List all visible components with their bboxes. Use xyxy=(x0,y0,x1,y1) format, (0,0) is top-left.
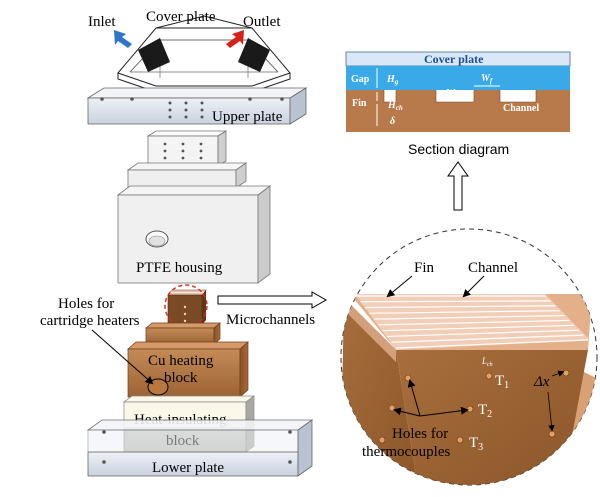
fin-stripe xyxy=(395,339,589,349)
fin-lines xyxy=(356,295,589,349)
fin-stripe xyxy=(369,310,561,314)
cartridge-leader-line xyxy=(91,329,154,385)
lower-plate-label: Lower plate xyxy=(152,460,224,476)
section-gap-label: Gap xyxy=(351,74,370,85)
ptfe-housing xyxy=(116,185,272,284)
hch-symbol: Hch xyxy=(387,100,403,112)
cover-plate-assembly xyxy=(117,15,291,93)
wf-symbol: Wf xyxy=(481,73,493,85)
dx-label: Δx xyxy=(533,374,550,390)
fin-stripe xyxy=(391,334,584,343)
t1-label: T1 xyxy=(495,373,509,391)
inlet-label: Inlet xyxy=(88,14,116,30)
t2-label: T2 xyxy=(478,402,492,420)
fin-callout-line xyxy=(386,275,413,298)
holes-thermo-label-line1: Holes for xyxy=(392,426,448,442)
fin-stripe xyxy=(387,329,579,338)
cu-block-label-line2: block xyxy=(164,370,198,386)
inlet-arrow xyxy=(114,30,132,48)
ptfe-housing-label: PTFE housing xyxy=(136,260,223,276)
upper-plate xyxy=(86,87,308,125)
zoom-source-circle xyxy=(164,284,208,328)
section-fin-label: Fin xyxy=(352,98,367,109)
section-diagram: Cover plate Gap Fin Channel Hg Hch δ Wch… xyxy=(345,51,571,132)
section-diagram-caption: Section diagram xyxy=(408,141,509,157)
fin-stripe xyxy=(373,314,565,320)
t3-label: T3 xyxy=(469,435,483,453)
hg-symbol: Hg xyxy=(386,74,399,86)
holes-thermo-label-line2: thermocouples xyxy=(362,444,450,460)
section-channel-label: Channel xyxy=(503,103,539,114)
holes-cartridge-label-line2: cartridge heaters xyxy=(40,313,140,329)
thermo-leader-2 xyxy=(419,406,469,417)
dx-arrow-lower xyxy=(547,391,555,432)
cover-plate-label: Cover plate xyxy=(146,9,216,25)
microchannel-stub xyxy=(167,289,207,326)
fin-stripe xyxy=(360,300,551,303)
fin-stripe xyxy=(382,324,575,332)
holes-cartridge-label-line1: Holes for xyxy=(58,296,114,312)
outlet-arrow xyxy=(226,30,244,48)
thermo-leader-1 xyxy=(407,379,421,417)
delta-symbol: δ xyxy=(390,116,395,127)
lower-plate xyxy=(86,419,314,477)
wch-symbol: Wch xyxy=(446,88,462,100)
ptfe-top-block xyxy=(126,162,248,189)
fin-callout-label: Fin xyxy=(414,260,435,276)
channel-callout-line xyxy=(462,275,485,298)
fin-stripe xyxy=(364,305,556,309)
dx-arrow-upper xyxy=(551,370,565,377)
microchannels-label: Microchannels xyxy=(226,312,315,328)
upper-plate-label: Upper plate xyxy=(212,109,283,125)
hollow-arrow-right xyxy=(217,291,328,309)
fin-stripe xyxy=(378,319,570,326)
section-cover-plate-label: Cover plate xyxy=(424,52,484,66)
outlet-label: Outlet xyxy=(243,14,281,30)
lch-symbol: Lch xyxy=(481,356,493,368)
hollow-arrow-up xyxy=(447,161,469,211)
channel-callout-label: Channel xyxy=(468,260,518,276)
inner-fixture-block xyxy=(146,130,228,167)
cu-block-label-line1: Cu heating xyxy=(148,353,214,369)
thermo-leader-3 xyxy=(393,407,421,417)
